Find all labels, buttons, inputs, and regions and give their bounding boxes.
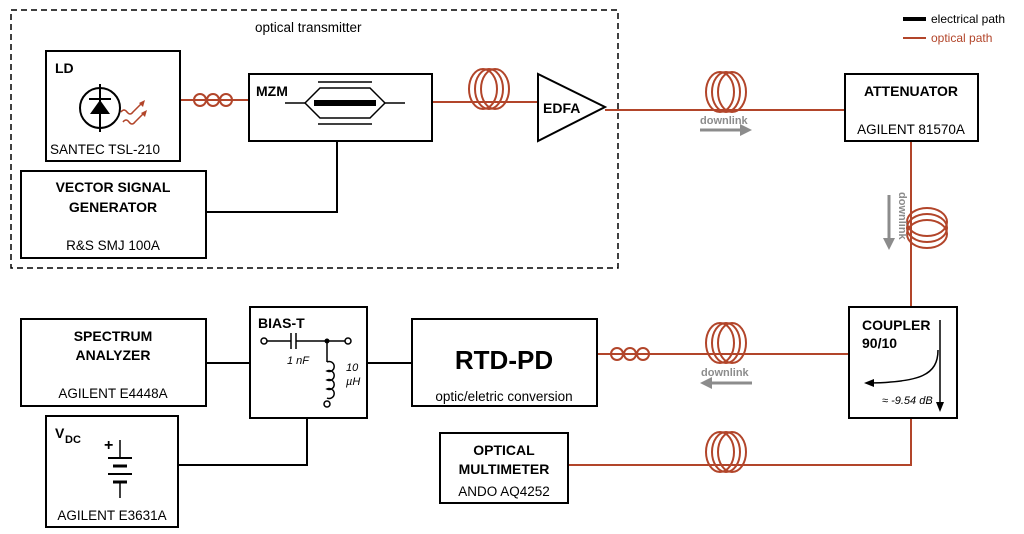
biast-cap-value: 1 nF — [287, 355, 310, 367]
fiber-coil-large-1 — [468, 68, 510, 110]
fiber-coupler-multimeter — [568, 418, 912, 466]
vector-signal-generator-box: VECTOR SIGNAL GENERATOR R&S SMJ 100A — [20, 170, 207, 259]
wire-vsg-mzm — [206, 141, 338, 213]
attenuator-box: ATTENUATOR AGILENT 81570A — [844, 73, 979, 142]
biast-title: BIAS-T — [258, 315, 305, 331]
rtdpd-title: RTD-PD — [455, 345, 553, 375]
attenuator-model: AGILENT 81570A — [857, 122, 965, 137]
downlink-arrow-top: downlink — [700, 115, 752, 136]
legend-electrical-label: electrical path — [931, 12, 1005, 26]
downlink-label-top: downlink — [700, 115, 749, 127]
downlink-label-bottom: downlink — [701, 367, 750, 379]
ld-model: SANTEC TSL-210 — [50, 142, 160, 157]
vdc-model: AGILENT E3631A — [57, 508, 166, 523]
spectrum-model: AGILENT E4448A — [58, 386, 167, 401]
fiber-coil-small-1 — [193, 93, 233, 107]
fiber-coil-large-2 — [705, 71, 747, 113]
fiber-coil-large-5 — [705, 431, 747, 473]
multimeter-model: ANDO AQ4252 — [458, 484, 550, 499]
coupler-title-line1: COUPLER — [862, 317, 930, 333]
coupler-curve-icon — [864, 320, 944, 412]
fiber-coil-large-4 — [705, 322, 747, 364]
edfa-amplifier: EDFA — [537, 72, 608, 143]
vdc-subscript: DC — [65, 434, 81, 446]
battery-icon: + — [104, 437, 132, 498]
biast-ind-value: 10 — [346, 362, 359, 374]
mzm-title: MZM — [256, 83, 288, 99]
spectrum-title-line1: SPECTRUM — [74, 328, 153, 344]
downlink-arrow-right: downlink — [883, 192, 908, 250]
attenuator-title: ATTENUATOR — [864, 83, 958, 99]
bias-tee-box: BIAS-T 1 nF 10 µH — [249, 306, 368, 419]
coupler-loss: ≈ -9.54 dB — [882, 395, 933, 407]
fiber-coil-large-3 — [906, 207, 948, 249]
spectrum-title-line2: ANALYZER — [76, 347, 151, 363]
edfa-title: EDFA — [543, 100, 580, 116]
vsg-model: R&S SMJ 100A — [66, 238, 160, 253]
downlink-arrow-bottom: downlink — [700, 367, 752, 389]
rtdpd-subtitle: optic/eletric conversion — [435, 389, 572, 404]
legend: electrical path optical path — [903, 12, 1005, 45]
downlink-label-right: downlink — [896, 192, 908, 241]
rtd-pd-box: RTD-PD optic/eletric conversion — [411, 318, 598, 407]
wire-vdc-biast — [178, 418, 308, 466]
laser-diode-icon — [79, 84, 147, 132]
laser-diode-box: LD SANTEC TSL-210 — [45, 50, 181, 162]
coupler-box: COUPLER 90/10 ≈ -9.54 dB — [848, 306, 958, 419]
legend-optical-label: optical path — [931, 31, 992, 45]
coupler-title-line2: 90/10 — [862, 335, 897, 351]
vdc-title: V — [55, 425, 65, 441]
biast-ind-unit: µH — [346, 376, 360, 388]
multimeter-title-line2: MULTIMETER — [459, 461, 550, 477]
vdc-supply-box: V DC + AGILENT E3631A — [45, 415, 179, 528]
multimeter-title-line1: OPTICAL — [473, 442, 535, 458]
ld-title: LD — [55, 60, 74, 76]
fiber-coil-small-2 — [610, 347, 650, 361]
vsg-title-line1: VECTOR SIGNAL — [56, 179, 171, 195]
mzm-waveguide-icon — [285, 81, 405, 125]
optical-transmitter-group — [10, 9, 619, 269]
optical-multimeter-box: OPTICAL MULTIMETER ANDO AQ4252 — [439, 432, 569, 504]
svg-text:+: + — [104, 437, 113, 454]
spectrum-analyzer-box: SPECTRUM ANALYZER AGILENT E4448A — [20, 318, 207, 407]
optical-transmitter-label: optical transmitter — [255, 20, 362, 35]
vsg-title-line2: GENERATOR — [69, 199, 157, 215]
bias-tee-circuit-icon — [260, 333, 352, 408]
mzm-box: MZM — [248, 73, 433, 142]
